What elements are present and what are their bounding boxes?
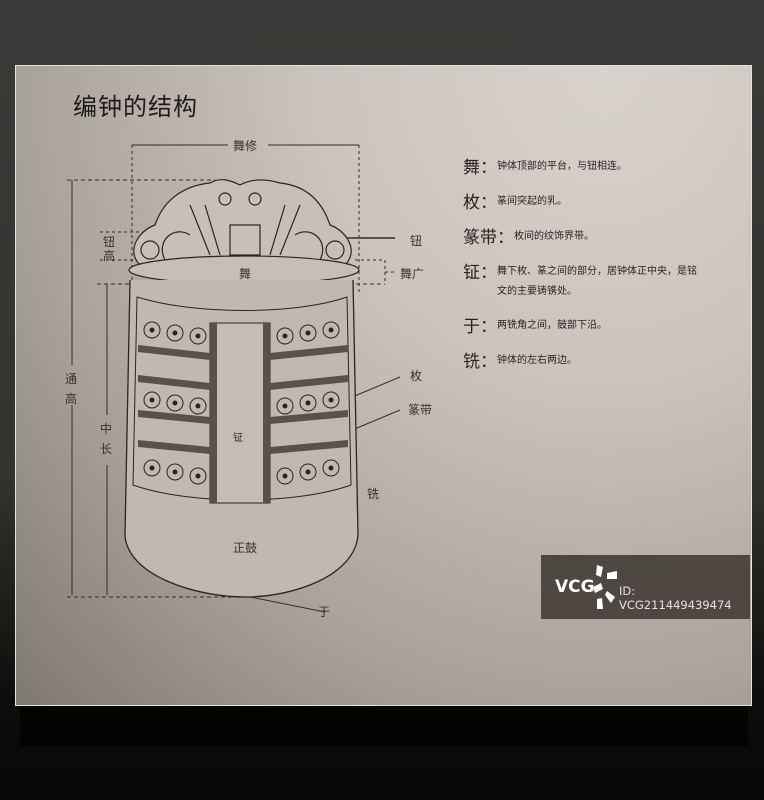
legend-term: 舞： — [463, 158, 497, 178]
legend-definition: 钟体的左右两边。 — [497, 355, 577, 366]
label-niu-gao-2: 高 — [103, 249, 116, 263]
legend-item: 篆带：枚间的纹饰界带。 — [463, 223, 743, 248]
label-yu: 于 — [318, 605, 331, 619]
label-zheng-gu: 正鼓 — [233, 541, 258, 555]
legend: 舞：钟体顶部的平台，与钮相连。 枚：篆间突起的乳。 篆带：枚间的纹饰界带。 钲：… — [463, 153, 743, 382]
legend-item: 枚：篆间突起的乳。 — [463, 188, 743, 213]
watermark-id: ID: VCG211449439474 — [619, 584, 732, 612]
label-zhong-chang-1: 中 — [100, 422, 113, 436]
panel-shadow — [20, 706, 748, 746]
legend-definition: 钟体顶部的平台，与钮相连。 — [497, 161, 627, 172]
display-panel: 编钟的结构 — [15, 65, 752, 706]
legend-term: 钲： — [463, 263, 497, 283]
legend-definition: 舞下枚、篆之间的部分，居钟体正中央，是铭文的主要铸镌处。 — [497, 266, 697, 297]
label-tong-gao-1: 通 — [65, 372, 78, 386]
legend-term: 枚： — [463, 193, 497, 213]
watermark-logo: VCG — [555, 577, 595, 597]
label-wu-guang: 舞广 — [400, 267, 425, 281]
legend-definition: 篆间突起的乳。 — [497, 196, 567, 207]
panel-title: 编钟的结构 — [73, 93, 198, 121]
label-mei: 枚 — [410, 369, 423, 383]
vcg-burst-icon — [593, 565, 617, 609]
legend-item: 于：两铣角之间，鼓部下沿。 — [463, 312, 743, 337]
legend-term: 于： — [463, 317, 497, 337]
legend-definition: 枚间的纹饰界带。 — [514, 231, 594, 242]
bell-diagram — [67, 144, 401, 613]
label-niu-gao-1: 钮 — [103, 235, 116, 249]
label-zheng: 钲 — [233, 433, 243, 444]
label-niu: 钮 — [410, 234, 423, 248]
legend-term: 篆带： — [463, 228, 514, 248]
legend-item: 铣：钟体的左右两边。 — [463, 347, 743, 372]
label-zhong-chang-2: 长 — [100, 442, 113, 456]
label-wu-xiu: 舞修 — [233, 139, 258, 153]
label-wu: 舞 — [239, 267, 252, 281]
label-zhuan-dai: 篆带 — [408, 403, 433, 417]
legend-term: 铣： — [463, 352, 497, 372]
legend-definition: 两铣角之间，鼓部下沿。 — [497, 320, 607, 331]
watermark: VCG ID: VCG211449439474 — [541, 555, 750, 619]
legend-item: 钲：舞下枚、篆之间的部分，居钟体正中央，是铭文的主要铸镌处。 — [463, 258, 743, 302]
label-xian: 铣 — [367, 487, 380, 501]
legend-item: 舞：钟体顶部的平台，与钮相连。 — [463, 153, 743, 178]
label-tong-gao-2: 高 — [65, 392, 78, 406]
